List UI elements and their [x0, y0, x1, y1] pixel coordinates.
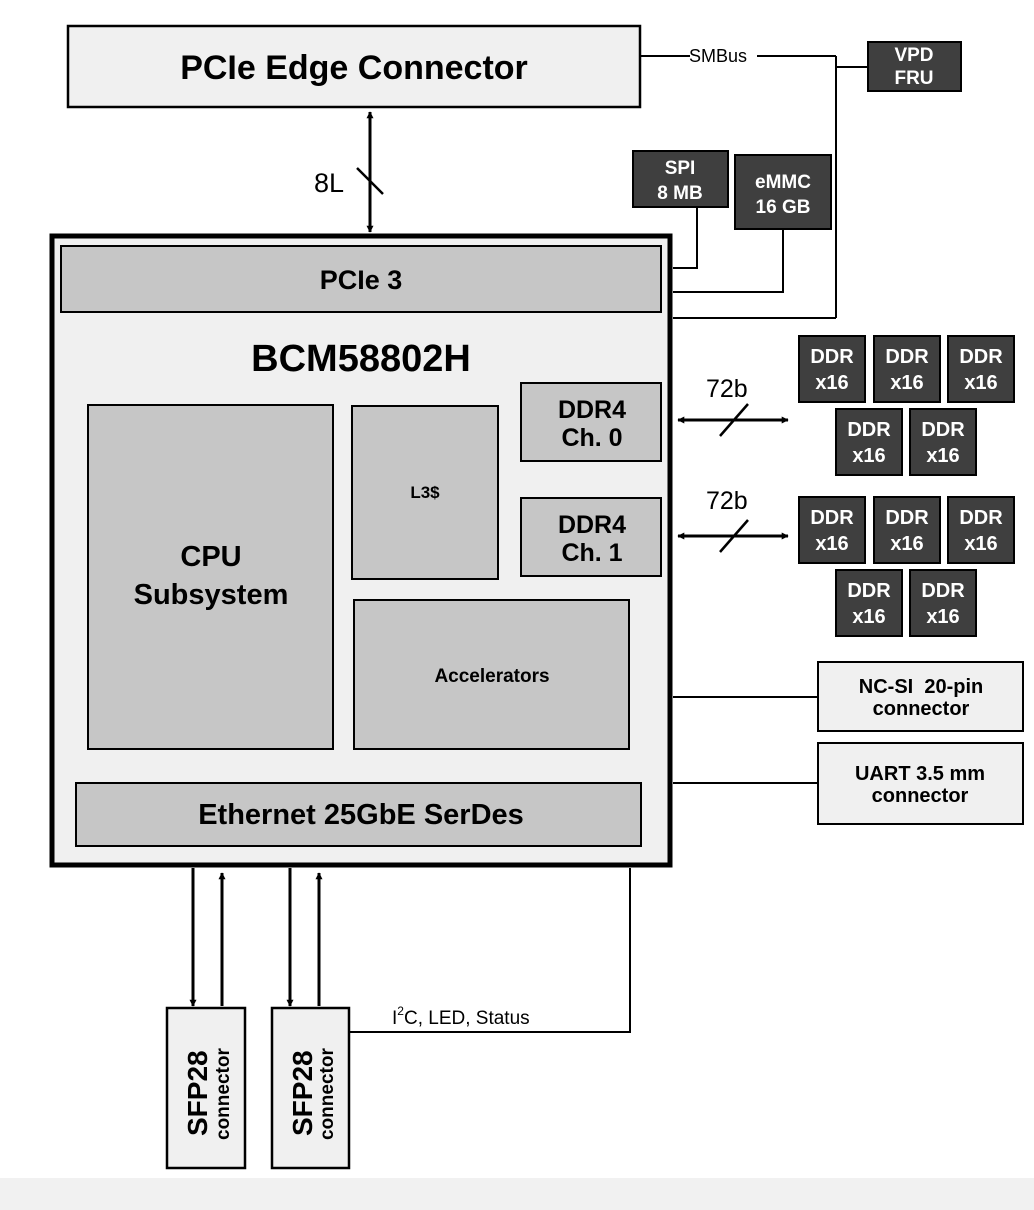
ddr-chip: DDR x16 [835, 408, 903, 476]
ddr-chip-label: DDR [847, 580, 891, 602]
cpu-label: CPU [180, 541, 241, 573]
ddr-chip-label: DDR [959, 507, 1003, 529]
page-bottom-band [0, 1178, 1034, 1210]
i2c-label-suffix: C, LED, Status [404, 1008, 530, 1029]
emmc-label: eMMC [755, 172, 811, 193]
i2c-label-prefix: I [392, 1008, 397, 1029]
uart-connector-box: UART 3.5 mm connector [817, 742, 1024, 825]
sfp28-0-links [189, 868, 226, 1007]
ncsi-label: NC-SI 20-pin [859, 676, 983, 698]
cpu-subsystem-block: CPU Subsystem [87, 404, 334, 750]
ddr-ch1-link: 72b [677, 487, 789, 553]
ddr4-ch0-channel: Ch. 0 [561, 424, 622, 452]
ddr4-ch0-label: DDR4 [558, 396, 626, 424]
l3-cache-block: L3$ [351, 405, 499, 580]
accelerators-block: Accelerators [353, 599, 630, 750]
ddr-chip-label: DDR [921, 580, 965, 602]
sfp28-1-links [286, 868, 323, 1007]
sfp28-connector-0: SFP28 connector [165, 1006, 247, 1170]
ddr-chip-width: x16 [852, 445, 885, 467]
ddr-chip-width: x16 [890, 533, 923, 555]
ddr-chip: DDR x16 [873, 335, 941, 403]
ddr-chip: DDR x16 [947, 496, 1015, 564]
ethernet-label: Ethernet 25GbE SerDes [198, 799, 524, 831]
sfp28-connector-label: connector [317, 1048, 338, 1140]
spi-flash-box: SPI 8 MB [632, 150, 729, 208]
pcie3-block: PCIe 3 [60, 245, 662, 313]
ddr-chip-width: x16 [926, 606, 959, 628]
emmc-link [673, 229, 784, 293]
ddr4-ch0-block: DDR4 Ch. 0 [520, 382, 662, 462]
pcie-edge-connector-label: PCIe Edge Connector [180, 49, 528, 87]
ddr-chip-label: DDR [847, 419, 891, 441]
lanes-label: 8L [314, 168, 344, 198]
ddr-chip-label: DDR [810, 507, 854, 529]
ddr-chip-label: DDR [885, 346, 929, 368]
ddr-chip-label: DDR [885, 507, 929, 529]
emmc-box: eMMC 16 GB [734, 154, 832, 230]
vpd-label: VPD [894, 45, 933, 66]
i2c-label: I2C, LED, Status [392, 1004, 530, 1029]
uart-label: UART 3.5 mm [855, 763, 985, 785]
sfp28-connector-1: SFP28 connector [270, 1006, 351, 1170]
sfp28-label: SFP28 [287, 1050, 318, 1136]
ddr-chip-width: x16 [815, 372, 848, 394]
ddr-chip-width: x16 [852, 606, 885, 628]
cpu-subsystem-label: Subsystem [134, 579, 289, 611]
l3-label: L3$ [410, 483, 440, 502]
ddr-chip-width: x16 [815, 533, 848, 555]
ddr-chip: DDR x16 [798, 335, 866, 403]
i2c-link: I2C, LED, Status [350, 868, 631, 1033]
ncsi-connector-label: connector [873, 698, 970, 720]
ethernet-serdes-block: Ethernet 25GbE SerDes [75, 782, 642, 847]
ddr-chip: DDR x16 [873, 496, 941, 564]
spi-link [673, 207, 698, 269]
ddr-ch0-width: 72b [706, 375, 748, 403]
sfp28-label: SFP28 [182, 1050, 213, 1136]
ddr4-ch1-channel: Ch. 1 [561, 539, 622, 567]
sfp28-connector-label: connector [213, 1048, 234, 1140]
pcie-lanes-link: 8L [314, 111, 384, 233]
i2c-label-superscript: 2 [397, 1004, 404, 1018]
soc-name: BCM58802H [251, 338, 471, 380]
ddr-chip-label: DDR [959, 346, 1003, 368]
fru-label: FRU [894, 68, 933, 89]
spi-size-label: 8 MB [657, 183, 702, 204]
vpd-fru-box: VPD FRU [867, 41, 962, 92]
ddr-ch1-width: 72b [706, 487, 748, 515]
spi-label: SPI [665, 158, 696, 179]
ddr-chip-width: x16 [926, 445, 959, 467]
accelerators-label: Accelerators [434, 666, 549, 687]
ddr-chip: DDR x16 [798, 496, 866, 564]
ddr-chip-label: DDR [810, 346, 854, 368]
smbus-label: SMBus [689, 46, 747, 66]
ncsi-connector-box: NC-SI 20-pin connector [817, 661, 1024, 732]
ddr-chip: DDR x16 [835, 569, 903, 637]
smbus-link: SMBus [640, 46, 868, 318]
ddr-chip-width: x16 [890, 372, 923, 394]
ddr-chip-width: x16 [964, 372, 997, 394]
emmc-size-label: 16 GB [756, 197, 811, 218]
ddr-chip-width: x16 [964, 533, 997, 555]
uart-connector-label: connector [872, 785, 969, 807]
pcie3-label: PCIe 3 [320, 265, 403, 295]
ddr4-ch1-label: DDR4 [558, 511, 626, 539]
ddr-chip: DDR x16 [909, 408, 977, 476]
ddr4-ch1-block: DDR4 Ch. 1 [520, 497, 662, 577]
ddr-ch0-link: 72b [677, 375, 789, 437]
ddr-chip-label: DDR [921, 419, 965, 441]
ddr-chip: DDR x16 [947, 335, 1015, 403]
ddr-chip: DDR x16 [909, 569, 977, 637]
pcie-edge-connector: PCIe Edge Connector [66, 24, 642, 109]
ddr-chip-group-0: DDR x16 DDR x16 DDR x16 DDR x16 DDR x16 [798, 335, 1015, 476]
ddr-chip-group-1: DDR x16 DDR x16 DDR x16 DDR x16 DDR x16 [798, 496, 1015, 637]
